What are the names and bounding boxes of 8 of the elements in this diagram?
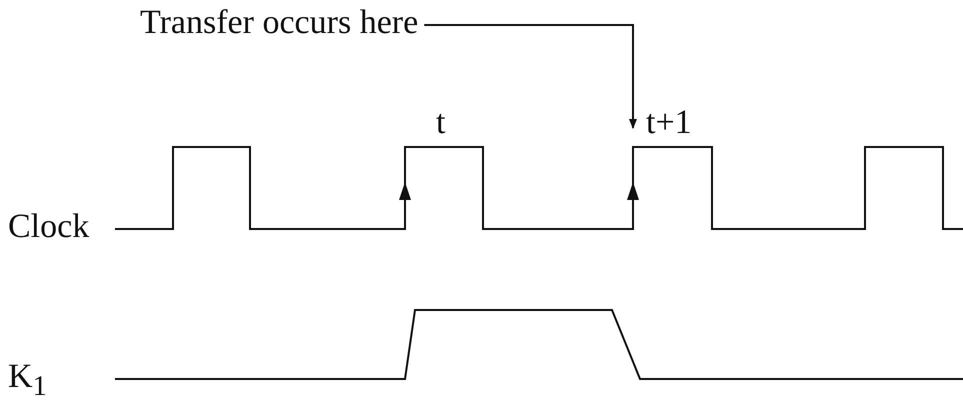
rising-edge-arrow: [399, 182, 411, 200]
time-label: t: [436, 104, 446, 142]
signal-name: Clock: [8, 208, 90, 246]
callout-text: Transfer occurs here: [140, 4, 418, 42]
rising-edge-arrow: [627, 182, 639, 200]
signal-name: K$_{1}$: [8, 358, 47, 404]
leader-line: [424, 24, 637, 129]
time-label: t+1: [646, 104, 692, 142]
